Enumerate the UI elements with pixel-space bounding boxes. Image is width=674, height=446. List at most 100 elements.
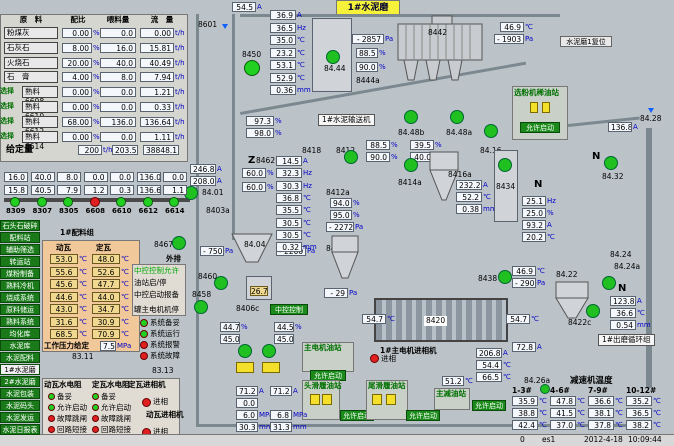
legend-item: 备妥: [101, 392, 116, 401]
motor-8424[interactable]: [602, 276, 616, 290]
nav-menu-item[interactable]: 1#水泥磨: [0, 364, 40, 375]
pressure-input[interactable]: 7.5: [100, 341, 116, 351]
hydro-v3-unit: MPa: [259, 411, 274, 419]
belt-setpoint: 0.0: [83, 172, 108, 182]
legend-item: 允许启动: [101, 403, 131, 412]
recipe-ratio-input[interactable]: 0.00: [62, 87, 92, 98]
fan-8414a[interactable]: [404, 158, 418, 172]
roller-motor-2[interactable]: [262, 344, 276, 358]
fan-8450[interactable]: [244, 60, 260, 76]
fan-8460[interactable]: [214, 276, 228, 290]
tag-8467: 8467: [154, 240, 174, 249]
right-temp-2-unit: ℃: [637, 309, 645, 317]
nav-menu-item[interactable]: 水泥库: [0, 340, 40, 351]
separator-oil-label: 选粉机稀油站: [514, 88, 559, 97]
recipe-ratio-input[interactable]: 4.00: [62, 72, 92, 83]
belt-motor-icon[interactable]: [36, 197, 47, 207]
recipe-ratio-input[interactable]: 0.00: [62, 131, 92, 142]
separator-motor[interactable]: [326, 50, 340, 64]
static-bearing-temp: 30.9: [92, 316, 120, 327]
static-water-label: 定瓦水电阻: [92, 380, 130, 389]
nav-menu-item[interactable]: 水泥日报表: [0, 424, 40, 435]
mid-value: 36.8: [276, 192, 302, 203]
main-motor-oil-label: 主电机油站: [304, 343, 342, 352]
roller-motor-1[interactable]: [238, 344, 252, 358]
tag-8458: 8458: [192, 290, 212, 299]
main-reducer-allow[interactable]: 允许启动: [472, 400, 506, 411]
nav-menu-item[interactable]: 石头石破碎: [0, 220, 40, 231]
reducer-motor[interactable]: [540, 384, 550, 394]
tag-8406c: 8406c: [236, 304, 260, 313]
elevator-hz-unit: Hz: [547, 197, 556, 205]
right-temp-2: 36.6: [610, 308, 636, 318]
belt-motor-icon[interactable]: [89, 197, 100, 207]
fan-8432[interactable]: [604, 156, 618, 170]
hydro-v5: 71.2: [270, 386, 292, 396]
belt-motor-icon[interactable]: [142, 197, 153, 207]
recipe-flow: 15.81: [140, 42, 174, 53]
recipe-ratio-input[interactable]: 0.00: [62, 28, 92, 38]
hopper-8410: [331, 235, 359, 279]
nav-menu-item[interactable]: 原料储运: [0, 304, 40, 315]
fan-8448a[interactable]: [450, 110, 464, 124]
pipe-top-h: [240, 14, 560, 17]
right-temp: 46.9: [512, 266, 536, 276]
tail-slide-allow[interactable]: 允许启动: [406, 410, 440, 421]
reducer-head: 7-9#: [588, 386, 608, 395]
recipe-ratio-input[interactable]: 8.00: [62, 42, 92, 53]
fan-8448b[interactable]: [404, 110, 418, 124]
motor-8422c[interactable]: [586, 304, 600, 318]
fan-8458[interactable]: [194, 300, 208, 314]
static-bearing-unit: ℃: [121, 255, 129, 263]
belt-motor-icon[interactable]: [169, 197, 179, 207]
reducer-temp-unit: ℃: [653, 397, 661, 405]
central-control-label[interactable]: 中控控制: [270, 304, 308, 315]
recipe-ratio-input[interactable]: 20.00: [62, 57, 92, 68]
mill-v1-unit: ℃: [387, 315, 395, 323]
nav-menu-item[interactable]: 辅助筛选: [0, 244, 40, 255]
separator-value-unit: Hz: [297, 23, 306, 32]
main-motor-label: 1#主电机进相机: [380, 346, 437, 355]
nav-menu-item[interactable]: 煤粉制备: [0, 268, 40, 279]
recipe-ratio-unit: %: [93, 132, 100, 141]
elevator-8434-motor[interactable]: [498, 158, 512, 172]
tag-8313: 83.13: [152, 366, 174, 375]
nav-menu-item[interactable]: 水泥码头: [0, 400, 40, 411]
separator-oil-allow[interactable]: 允许启动: [520, 122, 560, 133]
fan-8412[interactable]: [344, 150, 358, 164]
nav-menu-item[interactable]: 2#水泥磨: [0, 376, 40, 387]
nav-menu-item[interactable]: 均化库: [0, 328, 40, 339]
nav-menu-item[interactable]: 水泥发运: [0, 412, 40, 423]
setpoint-input[interactable]: 200: [78, 145, 102, 155]
separator-value-unit: A: [297, 11, 302, 19]
fan-8416[interactable]: [484, 124, 498, 138]
belt-actual: 7.9: [57, 185, 81, 195]
mid-value-unit: A: [303, 157, 308, 165]
nav-menu-item[interactable]: 水泥配料: [0, 352, 40, 363]
belt-motor-icon[interactable]: [116, 197, 126, 207]
nav-menu-item[interactable]: 烧成系统: [0, 292, 40, 303]
recipe-feed: 0.0: [100, 102, 136, 112]
right-temp-unit: ℃: [537, 267, 545, 275]
mill-outlet-current: 72.8: [512, 342, 536, 352]
nav-menu-item[interactable]: 配料站: [0, 232, 40, 243]
fan-8467[interactable]: [172, 236, 186, 250]
fan-8438[interactable]: [498, 270, 512, 284]
tag-8450: 8450: [242, 50, 262, 59]
recipe-ratio-unit: %: [93, 88, 100, 97]
tail-slide-ind-2: [386, 394, 396, 405]
taskbar-code: es1: [542, 435, 556, 444]
legend-item: 故障跳闸: [101, 414, 131, 423]
recipe-ratio-input[interactable]: 68.00: [62, 116, 92, 127]
mid-press-unit: Pa: [355, 223, 364, 231]
pressure-label: 工作压力给定: [44, 341, 89, 350]
nav-menu-item[interactable]: 水泥包装: [0, 388, 40, 399]
belt-motor-icon[interactable]: [10, 197, 20, 207]
nav-menu-item[interactable]: 转运站: [0, 256, 40, 267]
mill-reset-button[interactable]: 水泥磨1复位: [560, 36, 612, 47]
recipe-ratio-input[interactable]: 0.00: [62, 102, 92, 112]
tag-8438: 8438: [478, 274, 498, 283]
nav-menu-item[interactable]: 熟料系统: [0, 316, 40, 327]
belt-motor-icon[interactable]: [63, 197, 73, 207]
nav-menu-item[interactable]: 熟料冷机: [0, 280, 40, 291]
